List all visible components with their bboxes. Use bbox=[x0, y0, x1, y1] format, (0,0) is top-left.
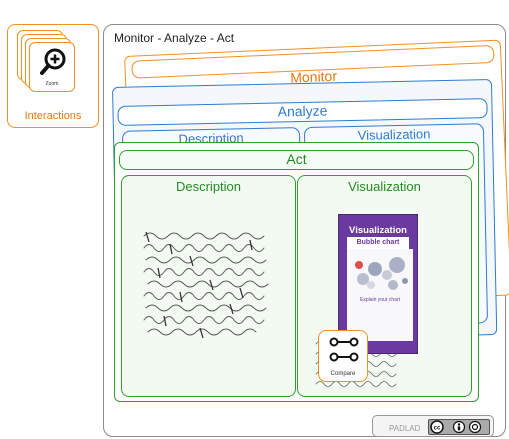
cc-license-icon: cc bbox=[428, 419, 490, 435]
compare-icon bbox=[329, 337, 359, 362]
viz-thumbnail-body: Explain your chart bbox=[347, 249, 413, 341]
handwriting-image bbox=[143, 231, 269, 339]
act-header bbox=[119, 150, 474, 170]
zoom-card[interactable]: Zoom bbox=[29, 42, 75, 92]
viz-thumbnail-title: Visualization bbox=[349, 225, 407, 236]
viz-thumbnail-caption: Explain your chart bbox=[359, 297, 401, 303]
act-visualization-title: Visualization bbox=[348, 179, 421, 194]
act-description-column: Description bbox=[121, 175, 296, 397]
svg-text:cc: cc bbox=[434, 426, 441, 432]
compare-label: Compare bbox=[330, 371, 356, 377]
act-card: Act Description Visualization bbox=[114, 142, 479, 402]
zoom-card-stack[interactable]: Zoom bbox=[17, 30, 77, 98]
zoom-icon bbox=[40, 48, 66, 75]
interactions-panel: Zoom Interactions bbox=[7, 24, 99, 128]
bubble-chart-icon bbox=[355, 257, 408, 290]
interactions-label: Interactions bbox=[24, 110, 82, 122]
act-description-title: Description bbox=[175, 179, 242, 194]
license-text: PADLAD bbox=[389, 424, 421, 433]
zoom-label: Zoom bbox=[45, 81, 59, 87]
license-badge: PADLAD cc bbox=[372, 415, 494, 437]
main-title: Monitor - Analyze - Act bbox=[114, 31, 235, 45]
viz-thumbnail-subtitle: Bubble chart bbox=[347, 237, 409, 249]
act-title: Act bbox=[286, 151, 307, 167]
compare-card[interactable]: Compare bbox=[318, 330, 368, 382]
